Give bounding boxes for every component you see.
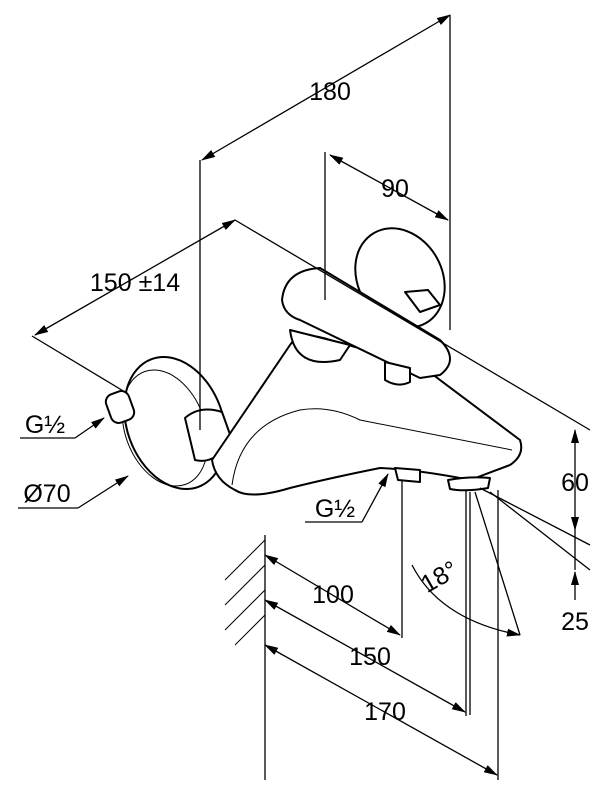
dimension-150-14-label: 150 ±14 <box>90 269 180 297</box>
inlet-thread-label: G½ <box>25 411 65 439</box>
dimension-150: 150 <box>264 490 467 716</box>
dimension-100-label: 100 <box>312 581 354 609</box>
inlet-thread-callout: G½ <box>20 411 105 439</box>
rosette-diameter-callout: Ø70 <box>18 475 129 509</box>
dimension-150-label: 150 <box>349 643 391 671</box>
wall-hatch <box>224 535 266 780</box>
dimension-90: 90 <box>324 152 449 300</box>
dimension-170-label: 170 <box>364 698 406 726</box>
dimension-25: 25 <box>489 491 591 636</box>
dimension-60-label: 60 <box>561 469 589 497</box>
dimension-180-label: 180 <box>309 78 351 106</box>
dimension-150-14: 150 ±14 <box>31 219 591 431</box>
rosette-diameter-label: Ø70 <box>23 480 70 508</box>
angle-18-label: 18° <box>416 556 463 599</box>
outlet-thread-callout: G½ <box>305 473 389 523</box>
outlet-thread-label: G½ <box>315 495 355 523</box>
dimension-25-label: 25 <box>561 608 589 636</box>
dimension-90-label: 90 <box>381 175 409 203</box>
faucet-body <box>104 227 523 496</box>
dimension-170: 170 <box>264 490 499 780</box>
